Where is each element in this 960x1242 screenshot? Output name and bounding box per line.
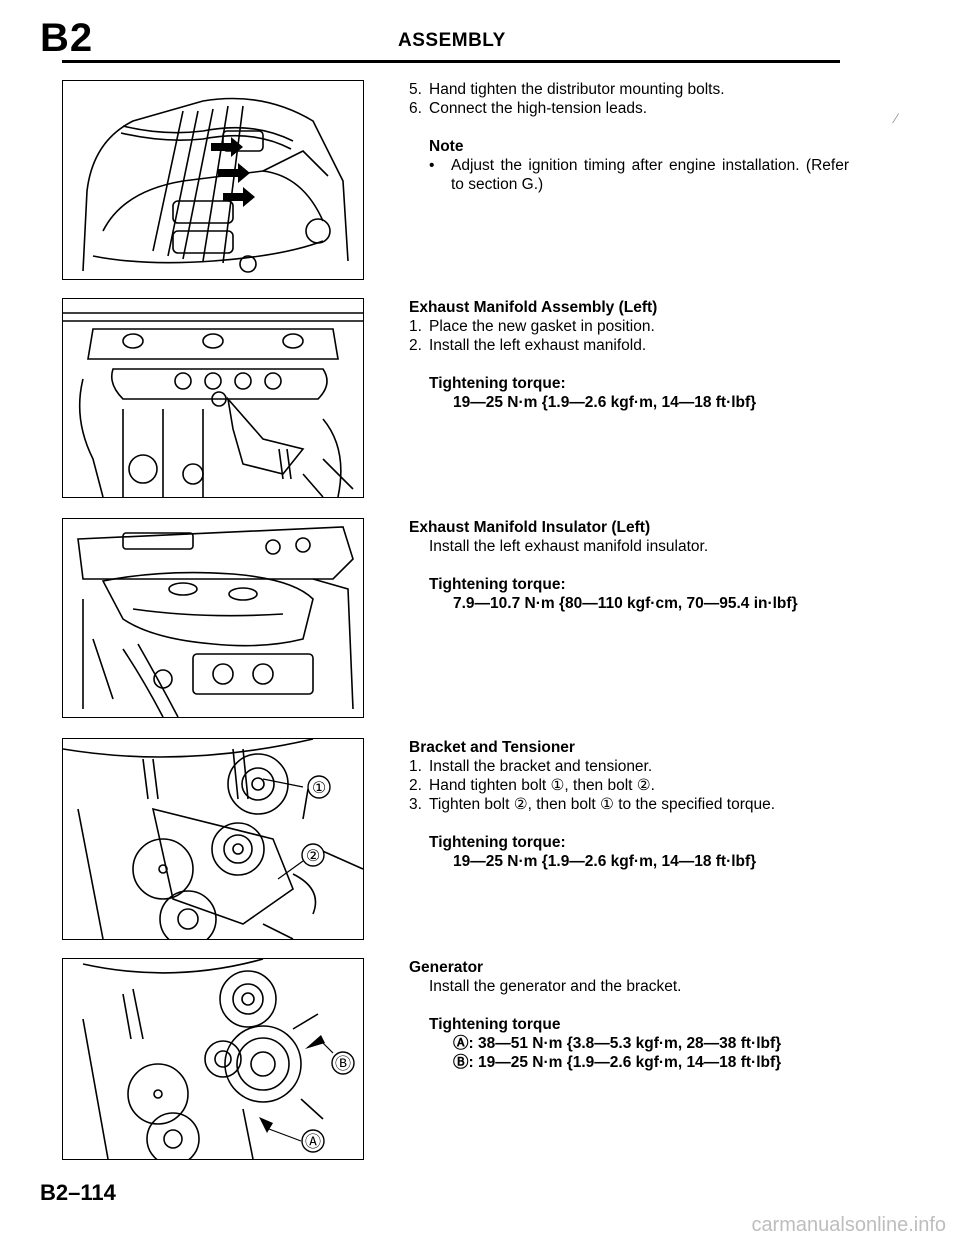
figure-generator: Ⓑ Ⓐ bbox=[62, 958, 364, 1160]
generator-block: Generator Install the generator and the … bbox=[409, 958, 849, 1072]
step-2: 2.Install the left exhaust manifold. bbox=[409, 337, 647, 354]
engine-illustration: ① ② bbox=[63, 739, 363, 939]
torque-label: Tightening torque bbox=[429, 1016, 561, 1033]
engine-illustration bbox=[77, 526, 354, 717]
header-rule bbox=[62, 60, 840, 63]
torque-value-b: Ⓑ: 19—25 N·m {1.9—2.6 kgf·m, 14—18 ft·lb… bbox=[453, 1054, 782, 1071]
engine-illustration bbox=[82, 97, 349, 273]
step-1: 1.Install the bracket and tensioner. bbox=[409, 758, 653, 775]
exhaust-manifold-insulator-block: Exhaust Manifold Insulator (Left) Instal… bbox=[409, 518, 849, 613]
engine-illustration: Ⓑ Ⓐ bbox=[82, 959, 355, 1159]
torque-value: 19—25 N·m {1.9—2.6 kgf·m, 14—18 ft·lbf} bbox=[453, 853, 757, 870]
instruction-line: Install the generator and the bracket. bbox=[429, 978, 682, 995]
figure-manifold-insulator bbox=[62, 518, 364, 718]
bracket-tensioner-block: Bracket and Tensioner 1.Install the brac… bbox=[409, 738, 849, 871]
step-2: 2.Hand tighten bolt ①, then bolt ②. bbox=[409, 777, 655, 794]
engine-illustration bbox=[63, 312, 363, 497]
note-item: • Adjust the ignition timing after engin… bbox=[429, 157, 849, 193]
step-1: 1.Place the new gasket in position. bbox=[409, 318, 655, 335]
step-5: 5.Hand tighten the distributor mounting … bbox=[409, 81, 725, 98]
section-heading: Exhaust Manifold Assembly (Left) bbox=[409, 299, 658, 316]
section-heading: Bracket and Tensioner bbox=[409, 739, 575, 756]
note-heading: Note bbox=[429, 138, 464, 155]
page-title: ASSEMBLY bbox=[398, 30, 506, 51]
torque-value: 19—25 N·m {1.9—2.6 kgf·m, 14—18 ft·lbf} bbox=[453, 394, 757, 411]
page-number: B2–114 bbox=[40, 1180, 116, 1205]
callout-2: ② bbox=[306, 846, 320, 865]
exhaust-manifold-assembly-block: Exhaust Manifold Assembly (Left) 1.Place… bbox=[409, 298, 849, 412]
step-6: 6.Connect the high-tension leads. bbox=[409, 100, 648, 117]
torque-value-a: Ⓐ: 38—51 N·m {3.8—5.3 kgf·m, 28—38 ft·lb… bbox=[453, 1035, 782, 1052]
figure-exhaust-manifold bbox=[62, 298, 364, 498]
instruction-line: Install the left exhaust manifold insula… bbox=[429, 538, 709, 555]
distributor-steps-block: 5.Hand tighten the distributor mounting … bbox=[409, 80, 849, 194]
figure-bracket-tensioner: ① ② bbox=[62, 738, 364, 940]
callout-1: ① bbox=[312, 778, 326, 797]
torque-label: Tightening torque: bbox=[429, 576, 566, 593]
watermark: carmanualsonline.info bbox=[751, 1214, 946, 1236]
callout-b: Ⓑ bbox=[335, 1054, 351, 1073]
section-heading: Exhaust Manifold Insulator (Left) bbox=[409, 519, 651, 536]
step-3: 3.Tighten bolt ②, then bolt ① to the spe… bbox=[409, 796, 776, 813]
figure-distributor-leads bbox=[62, 80, 364, 280]
callout-a: Ⓐ bbox=[305, 1132, 321, 1151]
torque-label: Tightening torque: bbox=[429, 375, 566, 392]
torque-value: 7.9—10.7 N·m {80—110 kgf·cm, 70—95.4 in·… bbox=[453, 595, 798, 612]
section-heading: Generator bbox=[409, 959, 484, 976]
section-code: B2 bbox=[40, 16, 94, 60]
stray-mark: ⁄ bbox=[895, 110, 898, 126]
torque-label: Tightening torque: bbox=[429, 834, 566, 851]
